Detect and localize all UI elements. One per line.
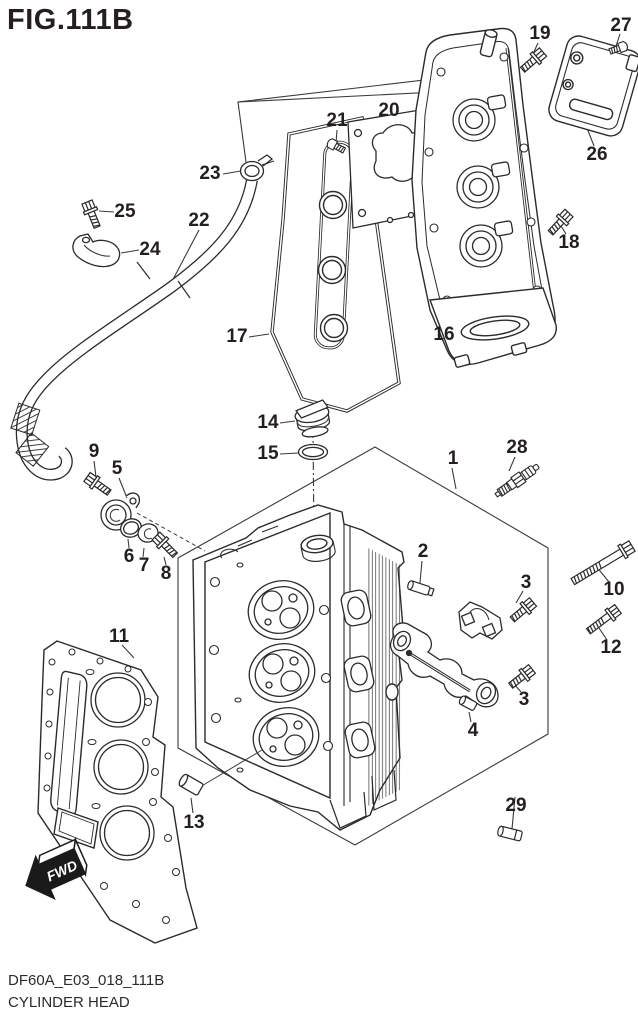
dowel-pin-2: [407, 580, 435, 597]
anode-bolt-9: [82, 470, 114, 499]
drawing-code: DF60A_E03_018_111B: [8, 972, 165, 989]
dowel-pin-4: [458, 695, 478, 711]
part-label-9: 9: [88, 441, 100, 462]
part-label-27: 27: [610, 15, 632, 36]
part-label-1: 1: [447, 448, 459, 469]
part-label-29: 29: [505, 795, 527, 816]
hose-clamp: [239, 154, 275, 182]
part-label-8: 8: [160, 563, 172, 584]
part-label-10: 10: [603, 579, 625, 600]
head-gasket: [37, 640, 198, 944]
plate-screw: [325, 137, 347, 156]
part-label-18: 18: [558, 232, 580, 253]
part-label-2: 2: [417, 541, 429, 562]
filler-cap-oring: [297, 443, 329, 461]
figure-footer: DF60A_E03_018_111B CYLINDER HEAD: [8, 970, 164, 1014]
part-label-28: 28: [506, 437, 528, 458]
bracket-bolt-3a: [507, 596, 539, 626]
assembly-panel-outline: [177, 446, 549, 846]
part-label-16: 16: [433, 324, 455, 345]
fwd-arrow: FWD: [25, 836, 88, 900]
figure-caption: CYLINDER HEAD: [8, 994, 130, 1011]
side-cover-plate: [548, 35, 638, 137]
part-label-12: 12: [600, 637, 622, 658]
leader-lines: [93, 33, 621, 830]
part-label-3: 3: [520, 572, 532, 593]
oil-filler-cap: [294, 399, 331, 438]
bracket-bolt: [79, 198, 105, 231]
breather-hose: [10, 178, 258, 481]
head-bolt-12: [583, 602, 623, 638]
bracket-bolt-3b: [505, 662, 537, 692]
part-label-15: 15: [257, 443, 279, 464]
part-label-21: 21: [326, 110, 348, 131]
dowel-pin-29: [497, 825, 523, 842]
cam-cap-bracket: [458, 601, 503, 640]
part-label-14: 14: [257, 412, 279, 433]
part-label-25: 25: [114, 201, 136, 222]
part-label-5: 5: [111, 458, 123, 479]
part-label-20: 20: [378, 100, 400, 121]
cover-bolt-19: [517, 46, 549, 76]
spark-plug: [494, 463, 540, 498]
anode-cap-set: [100, 492, 159, 543]
part-label-7: 7: [138, 555, 150, 576]
part-label-17: 17: [226, 326, 248, 347]
part-label-24: 24: [139, 239, 161, 260]
part-label-23: 23: [199, 163, 221, 184]
part-label-4: 4: [467, 720, 479, 741]
cam-cap-arm: [389, 622, 499, 708]
part-label-3b: 3: [518, 689, 530, 710]
part-label-11: 11: [108, 626, 130, 647]
part-label-22: 22: [188, 210, 210, 231]
figure-title: FIG.111B: [7, 4, 134, 36]
part-label-6: 6: [123, 546, 135, 567]
part-label-26: 26: [586, 144, 608, 165]
cylinder-head-cover: [411, 27, 557, 368]
head-bolt-10: [568, 538, 637, 589]
hose-bracket: [72, 233, 121, 268]
part-label-19: 19: [529, 23, 551, 44]
part-label-13: 13: [183, 812, 205, 833]
cylinder-head-block: [192, 504, 405, 831]
dowel-pin-13: [178, 773, 204, 796]
